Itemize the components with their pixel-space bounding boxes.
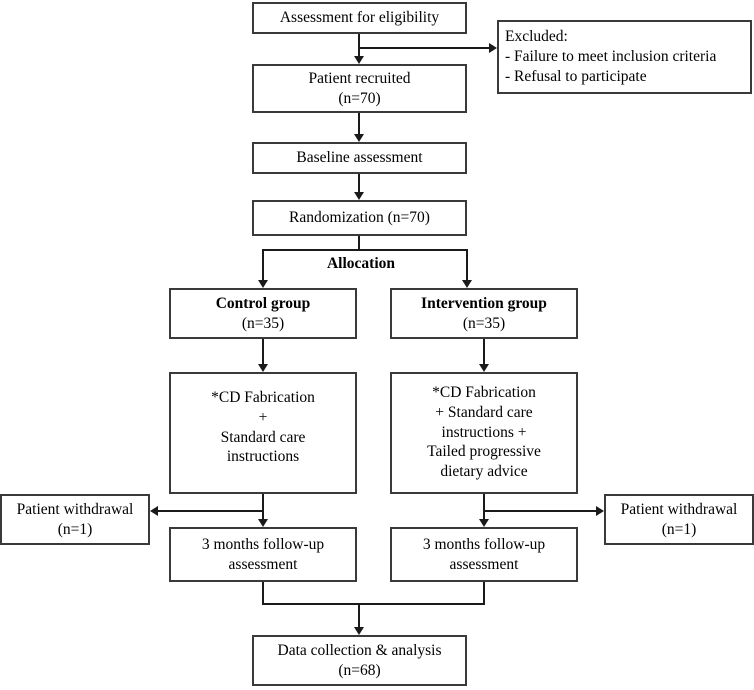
connector-followup-control-down [262,582,264,605]
arrow-intervention-to-withdrawal-right [596,506,604,516]
connector-split-to-control-group [262,249,264,280]
withdrawal-left-line-1: Patient withdrawal [16,500,134,518]
arrow-baseline-to-randomization [354,192,364,200]
arrow-to-excluded [489,43,497,53]
withdrawal-right-line-2: (n=1) [661,520,697,538]
connector-intervention-to-withdrawal-right [483,510,596,512]
arrow-control-to-withdrawal-left [150,506,158,516]
arrow-recruited-to-baseline [354,134,364,142]
node-patient-recruited: Patient recruited (n=70) [252,64,467,113]
followup-control-line-1: 3 months follow-up [201,535,325,553]
followup-control-line-2: assessment [228,555,298,573]
allocation-stage-label: Allocation [259,255,463,274]
withdrawal-left-line-2: (n=1) [57,520,93,538]
node-assessment-for-eligibility: Assessment for eligibility [252,2,467,34]
arrow-intervention-detail-to-followup [479,519,489,527]
followup-intervention-line-2: assessment [449,555,519,573]
connector-followup-intervention-down [483,582,485,605]
control-detail-line-1: *CD Fabrication [211,389,315,406]
intervention-detail-line-5: dietary advice [440,463,528,481]
node-intervention-detail: *CD Fabrication + Standard care instruct… [390,372,578,494]
intervention-group-line-1: Intervention group [421,294,547,312]
arrow-merge-to-data-collection [354,627,364,635]
data-collection-line-1: Data collection & analysis [277,641,442,659]
node-randomization: Randomization (n=70) [252,200,467,236]
excluded-line-2: - Failure to meet inclusion criteria [505,47,717,65]
connector-control-group-to-detail [262,339,264,364]
excluded-line-3: - Refusal to participate [505,67,647,85]
connector-assessment-to-recruited [358,34,360,56]
connector-baseline-to-randomization [358,174,360,192]
arrow-control-detail-to-followup [258,519,268,527]
connector-merge-to-data-collection [358,603,360,627]
connector-followup-merge-bar [262,603,485,605]
recruited-line-2: (n=70) [338,89,381,107]
connector-intervention-detail-to-followup [483,494,485,519]
connector-allocation-split-bar [262,249,466,251]
node-followup-intervention: 3 months follow-up assessment [390,527,578,582]
excluded-line-1: Excluded: [505,28,568,45]
connector-control-to-withdrawal-left [158,510,264,512]
node-data-collection: Data collection & analysis (n=68) [252,635,467,686]
node-withdrawal-left: Patient withdrawal (n=1) [0,494,150,545]
connector-to-excluded [358,47,490,49]
arrow-split-to-intervention-group [462,280,472,288]
node-control-group: Control group (n=35) [169,288,357,339]
node-excluded: Excluded: - Failure to meet inclusion cr… [497,20,752,94]
node-withdrawal-right: Patient withdrawal (n=1) [604,494,754,545]
arrow-split-to-control-group [258,280,268,288]
node-baseline-assessment: Baseline assessment [252,142,467,174]
connector-control-detail-to-followup [262,494,264,519]
intervention-detail-line-4: Tailed progressive [427,443,541,461]
randomization-line-1: Randomization (n=70) [289,209,430,227]
connector-recruited-to-baseline [358,113,360,134]
arrow-intervention-group-to-detail [479,364,489,372]
control-group-line-2: (n=35) [241,314,285,332]
intervention-detail-line-3: instructions + [441,423,527,441]
arrow-assessment-to-recruited [354,56,364,64]
allocation-label-text: Allocation [326,255,396,272]
assessment-line-1: Assessment for eligibility [279,9,440,27]
recruited-line-1: Patient recruited [308,69,411,87]
arrow-control-group-to-detail [258,364,268,372]
node-intervention-group: Intervention group (n=35) [390,288,578,339]
data-collection-line-2: (n=68) [338,661,381,679]
control-detail-line-3: Standard care [220,428,306,446]
control-detail-line-2: + [258,408,268,426]
control-detail-line-4: instructions [226,448,300,466]
connector-randomization-to-split [358,236,360,251]
followup-intervention-line-1: 3 months follow-up [422,535,546,553]
node-followup-control: 3 months follow-up assessment [169,527,357,582]
intervention-detail-line-2: + Standard care [435,403,533,421]
intervention-detail-line-1: *CD Fabrication [432,384,536,401]
connector-split-to-intervention-group [466,249,468,280]
baseline-line-1: Baseline assessment [296,149,423,167]
withdrawal-right-line-1: Patient withdrawal [620,500,738,518]
connector-intervention-group-to-detail [483,339,485,364]
intervention-group-line-2: (n=35) [462,314,506,332]
control-group-line-1: Control group [215,294,311,312]
node-control-detail: *CD Fabrication + Standard care instruct… [169,372,357,494]
